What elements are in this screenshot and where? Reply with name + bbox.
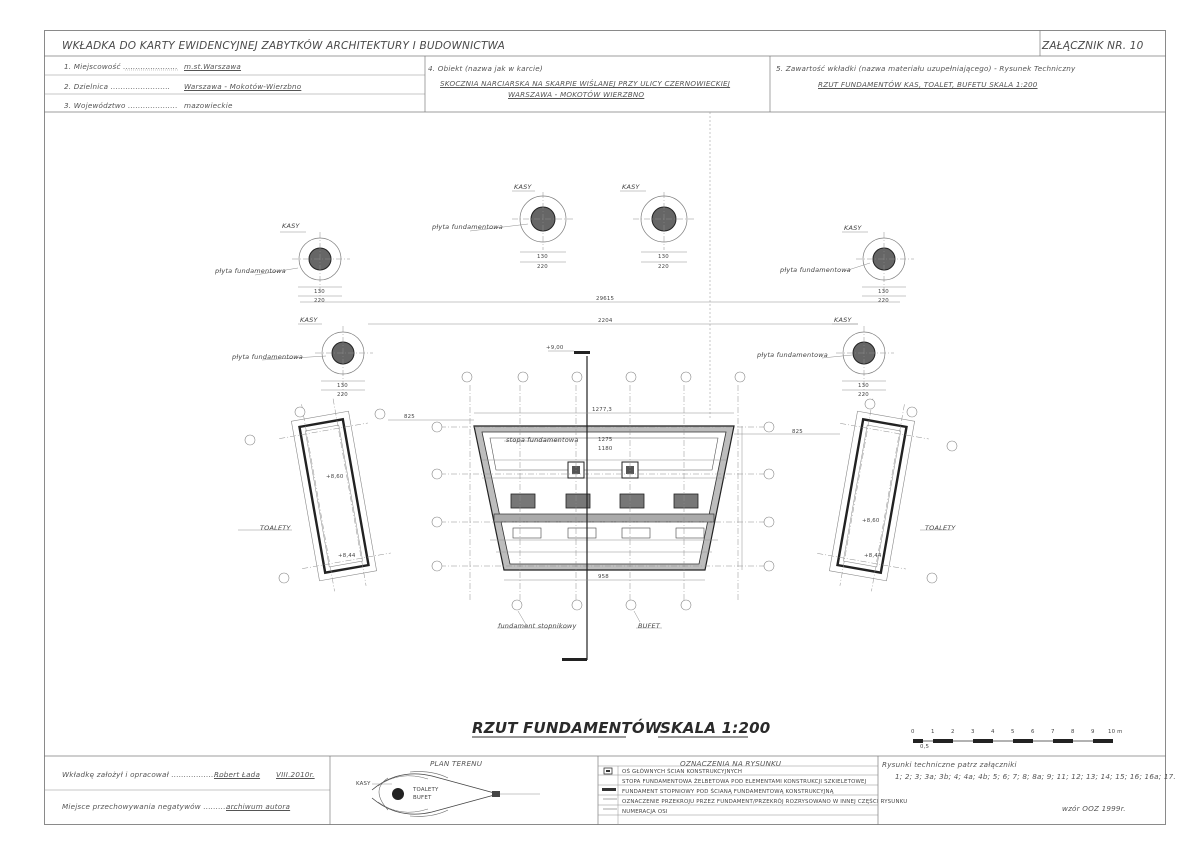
dim-1275: 1275 — [598, 437, 613, 443]
field-content-value: RZUT FUNDAMENTÓW KAS, TOALET, BUFETU SKA… — [818, 80, 1038, 89]
dim-kasy4-inner: 130 — [878, 289, 889, 295]
scale-label-2: 2 — [951, 729, 955, 735]
dim-kasy5-outer: 220 — [337, 392, 348, 398]
label-bufet: BUFET — [638, 622, 661, 630]
dim-kasy4-outer: 220 — [878, 298, 889, 304]
legend-title: OZNACZENIA NA RYSUNKU — [680, 759, 782, 768]
toilets-right-foundation — [817, 398, 929, 592]
bufet-foundation — [473, 425, 735, 571]
attachment-number: ZAŁĄCZNIK NR. 10 — [1042, 40, 1144, 52]
field-district-label: 2. Dzielnica ........................ — [64, 82, 171, 91]
sheet-title: WKŁADKA DO KARTY EWIDENCYJNEJ ZABYTKÓW A… — [62, 40, 505, 52]
field-object-value-2: WARSZAWA - MOKOTÓW WIERZBNO — [508, 90, 645, 99]
made-by-label: Wkładkę założył i opracował ............… — [62, 770, 229, 779]
kasy-foundation-1 — [292, 232, 350, 300]
scale-label-9: 9 — [1091, 729, 1095, 735]
level-mark-top: +9,00 — [546, 345, 564, 351]
legend-item-3: FUNDAMENT STOPNIOWY POD ŚCIANĄ FUNDAMENT… — [622, 789, 834, 795]
legend-item-1: OŚ GŁÓWNYCH ŚCIAN KONSTRUKCYJNYCH — [622, 769, 743, 775]
dim-kasy6-inner: 130 — [858, 383, 869, 389]
scale-label-4: 4 — [991, 729, 995, 735]
drawing-sheet — [44, 30, 1166, 825]
dim-825-right: 825 — [792, 429, 803, 435]
level-toilets-right: +8,60 — [862, 518, 880, 524]
level-toilets-left: +8,60 — [326, 474, 344, 480]
label-kasy-4: KASY — [844, 224, 862, 232]
legend-item-4: OZNACZENIE PRZEKROJU PRZEZ FUNDAMENT/PRZ… — [622, 799, 908, 805]
scale-label-0: 0 — [911, 729, 915, 735]
made-by-value: Robert Łada — [214, 770, 261, 779]
scale-label-7: 7 — [1051, 729, 1055, 735]
kasy-foundation-3 — [633, 192, 696, 263]
dim-kasy3-inner: 130 — [658, 254, 669, 260]
label-fundament-stopnikowy: fundament stopnikowy — [498, 622, 577, 630]
made-date-value: VIII.2010r. — [276, 770, 315, 779]
label-kasy-1: KASY — [282, 222, 300, 230]
scale-label-3: 3 — [971, 729, 975, 735]
label-kasy-5: KASY — [300, 316, 318, 324]
kasy-foundation-4 — [856, 232, 914, 300]
dim-kasy6-outer: 220 — [858, 392, 869, 398]
label-kasy-2: KASY — [514, 183, 532, 191]
drawing-title: RZUT FUNDAMENTÓW — [472, 719, 662, 737]
refs-line-2: 1; 2; 3; 3a; 3b; 4; 4a; 4b; 5; 6; 7; 8; … — [895, 772, 1176, 781]
dim-long-1: 29615 — [596, 296, 615, 302]
dim-kasy5-inner: 130 — [337, 383, 348, 389]
refs-line-1: Rysunki techniczne patrz załączniki — [882, 760, 1017, 769]
label-plyta-1: płyta fundamentowa — [215, 267, 286, 275]
field-place-label: 1. Miejscowość ...................... — [64, 62, 178, 71]
scale-label-05: 0,5 — [920, 744, 930, 750]
site-plan-bufet: BUFET — [413, 795, 432, 801]
legend-item-2: STOPA FUNDAMENTOWA ŻELBETOWA POD ELEMENT… — [622, 779, 867, 785]
dim-825-left: 825 — [404, 414, 415, 420]
site-plan-title: PLAN TERENU — [430, 759, 483, 768]
drawing-scale: SKALA 1:200 — [660, 719, 771, 737]
field-voivodeship-label: 3. Województwo .................... — [64, 101, 178, 110]
field-voivodeship-value: mazowieckie — [184, 101, 233, 110]
kasy-foundation-5 — [315, 326, 373, 395]
site-plan-kasy: KASY — [356, 781, 371, 787]
site-plan-schematic — [371, 771, 540, 817]
site-plan-toalety: TOALETY — [413, 787, 439, 793]
level-toilets-left-2: +8,44 — [338, 553, 356, 559]
dim-kasy2-outer: 220 — [537, 264, 548, 270]
dim-kasy1-inner: 130 — [314, 289, 325, 295]
negatives-label: Miejsce przechowywania negatywów .......… — [62, 802, 239, 811]
label-stopa: stopa fundamentowa — [506, 436, 579, 444]
form-version: wzór OOZ 1999r. — [1062, 804, 1126, 813]
label-plyta-4: płyta fundamentowa — [780, 266, 851, 274]
label-toalety-left: TOALETY — [260, 524, 291, 532]
label-kasy-3: KASY — [622, 183, 640, 191]
dim-long-2: 2204 — [598, 318, 613, 324]
kasy-foundation-6 — [836, 326, 894, 395]
scale-bar — [913, 739, 1113, 743]
negatives-value: archiwum autora — [226, 802, 291, 811]
field-object-label: 4. Obiekt (nazwa jak w karcie) — [428, 64, 543, 73]
label-plyta-6: płyta fundamentowa — [757, 351, 828, 359]
dim-kasy1-outer: 220 — [314, 298, 325, 304]
dim-top-trapezoid: 1277,3 — [592, 407, 613, 413]
field-district-value: Warszawa - Mokotów-Wierzbno — [184, 82, 302, 91]
scale-label-10: 10 m — [1108, 729, 1123, 735]
label-plyta-5: płyta fundamentowa — [232, 353, 303, 361]
dim-1180: 1180 — [598, 446, 613, 452]
field-object-value-1: SKOCZNIA NARCIARSKA NA SKARPIE WIŚLANEJ … — [440, 79, 731, 88]
field-place-value: m.st.Warszawa — [184, 62, 242, 71]
scale-label-5: 5 — [1011, 729, 1015, 735]
scale-label-1: 1 — [931, 729, 935, 735]
label-kasy-6: KASY — [834, 316, 852, 324]
legend-item-5: NUMERACJA OSI — [622, 809, 668, 815]
label-toalety-right: TOALETY — [925, 524, 956, 532]
level-toilets-right-2: +8,44 — [864, 553, 882, 559]
dim-kasy3-outer: 220 — [658, 264, 669, 270]
toilets-left-foundation — [279, 398, 391, 592]
label-plyta-2: płyta fundamentowa — [432, 223, 503, 231]
kasy-foundation-2 — [512, 192, 575, 263]
scale-label-8: 8 — [1071, 729, 1075, 735]
dim-kasy2-inner: 130 — [537, 254, 548, 260]
field-content-label: 5. Zawartość wkładki (nazwa materiału uz… — [776, 64, 1076, 73]
scale-label-6: 6 — [1031, 729, 1035, 735]
dim-958: 958 — [598, 574, 609, 580]
